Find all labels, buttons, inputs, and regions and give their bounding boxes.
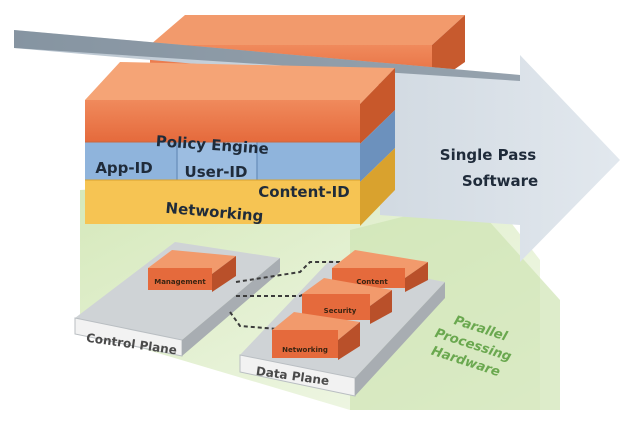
networking-chip-label: Networking xyxy=(282,346,328,354)
arrow-label-line2: Software xyxy=(462,172,538,190)
content-label: Content xyxy=(356,278,388,286)
security-chip xyxy=(302,278,392,324)
app-id-layer xyxy=(85,142,177,180)
hardware-panel-right xyxy=(350,200,560,410)
policy-engine-layer xyxy=(85,100,360,142)
software-stack xyxy=(85,62,395,226)
networking-layer xyxy=(85,180,360,224)
management-chip xyxy=(148,250,236,292)
management-label: Management xyxy=(154,278,206,286)
content-id-layer xyxy=(257,142,360,180)
content-id-label: Content-ID xyxy=(258,183,349,201)
security-label: Security xyxy=(324,307,357,315)
user-id-layer xyxy=(177,142,257,180)
user-id-label: User-ID xyxy=(185,163,248,181)
arrow-label-line1: Single Pass xyxy=(440,146,537,164)
app-id-label: App-ID xyxy=(95,159,152,177)
networking-chip xyxy=(272,312,360,360)
